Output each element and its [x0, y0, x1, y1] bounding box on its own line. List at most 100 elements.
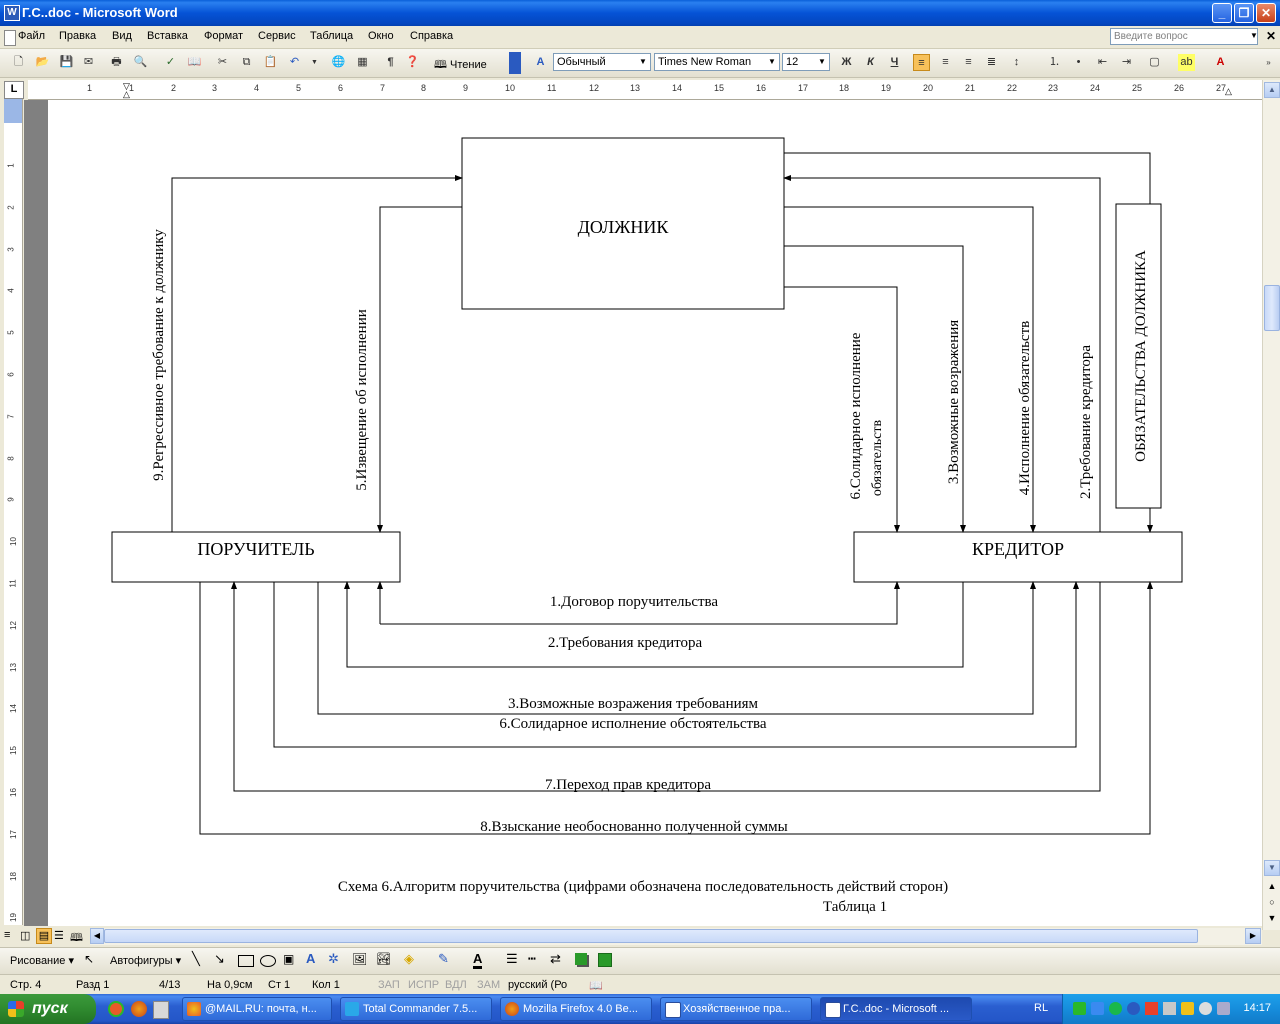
dash-style-icon[interactable]: ┅ [528, 951, 536, 966]
table-icon[interactable]: ▦ [357, 56, 368, 68]
menu-file[interactable]: Файл [18, 30, 46, 42]
commander-quicklaunch-icon[interactable] [153, 1001, 169, 1019]
open-icon[interactable]: 📂 [35, 56, 50, 68]
menu-help[interactable]: Справка [410, 30, 454, 42]
chevron-down-icon[interactable]: ▼ [639, 57, 647, 66]
undo-icon[interactable]: ↶ [289, 56, 300, 68]
paste-icon[interactable]: 📋 [263, 56, 278, 68]
next-page-icon[interactable]: ▼ [1267, 913, 1277, 923]
font-combo[interactable]: Times New Roman▼ [654, 53, 780, 71]
hyperlink-icon[interactable]: 🌐 [331, 56, 346, 68]
shadow-style-icon[interactable] [575, 953, 587, 965]
wordart-icon[interactable]: A [306, 951, 316, 966]
line-color-icon[interactable]: ✎ [438, 951, 449, 966]
scroll-left-icon[interactable]: ◀ [90, 928, 104, 944]
vertical-scrollbar[interactable]: ▲ ▼ ▲ ○ ▼ [1262, 80, 1280, 930]
save-icon[interactable]: 💾 [59, 56, 74, 68]
menu-table[interactable]: Таблица [310, 30, 354, 42]
maximize-button[interactable]: ❐ [1234, 3, 1254, 23]
increase-indent-icon[interactable]: ⇥ [1121, 56, 1132, 68]
drawing-menu-button[interactable]: Рисование ▾ [10, 955, 74, 967]
close-button[interactable]: ✕ [1256, 3, 1276, 23]
h-scroll-thumb[interactable] [104, 929, 1198, 943]
arrow-icon[interactable]: ↘ [214, 951, 225, 966]
line-style-icon[interactable]: ☰ [506, 951, 518, 966]
print-icon[interactable]: 🖶 [111, 56, 122, 68]
minimize-button[interactable]: _ [1212, 3, 1232, 23]
reading-mode-button[interactable]: 🕮 Чтение [434, 56, 487, 75]
textbox-icon[interactable]: ▣ [283, 952, 295, 966]
word-app-icon[interactable]: W [4, 5, 20, 21]
scroll-up-icon[interactable]: ▲ [1264, 82, 1280, 98]
status-rec[interactable]: ЗАП [378, 979, 400, 991]
task-firefox[interactable]: Mozilla Firefox 4.0 Be... [500, 997, 652, 1021]
arrow-style-icon[interactable]: ⇄ [550, 951, 561, 966]
menu-view[interactable]: Вид [112, 30, 132, 42]
horizontal-scrollbar[interactable]: ◀ ▶ [90, 928, 1262, 945]
select-browse-object-icon[interactable]: ○ [1269, 897, 1275, 907]
document-icon[interactable] [4, 30, 16, 46]
toolbar-overflow-icon[interactable]: » [1266, 58, 1271, 67]
agent-icon[interactable] [1091, 1002, 1104, 1015]
numbering-icon[interactable]: ⒈ [1049, 56, 1060, 68]
document-page[interactable]: ДОЛЖНИК ПОРУЧИТЕЛЬ КРЕДИТОР ОБЯЗАТЕЛЬСТВ… [48, 100, 1264, 926]
line-spacing-icon[interactable]: ↕ [1013, 56, 1020, 68]
ask-question-input[interactable]: Введите вопрос [1110, 28, 1258, 45]
left-indent-marker[interactable]: △ [123, 89, 130, 99]
undo-dropdown-icon[interactable]: ▼ [311, 59, 318, 66]
new-document-icon[interactable]: 🗋 [14, 56, 23, 68]
menu-edit[interactable]: Правка [59, 30, 97, 42]
italic-button[interactable]: К [867, 56, 874, 68]
outline-view-icon[interactable]: ☰ [54, 930, 64, 942]
title-bar[interactable]: W Г.С..doc - Microsoft Word _ ❐ ✕ [0, 0, 1280, 26]
help-icon[interactable]: ❓ [405, 56, 420, 68]
task-gs-doc[interactable]: Г.С..doc - Microsoft ... [820, 997, 972, 1021]
fill-color-icon[interactable]: ◈ [404, 951, 414, 966]
picture-icon[interactable]: 🏞 [376, 952, 392, 966]
spelling-status-icon[interactable]: 📖 [589, 980, 603, 992]
status-ovr[interactable]: ЗАМ [477, 979, 501, 991]
print-layout-icon[interactable]: ▤ [36, 928, 52, 944]
bold-button[interactable]: Ж [841, 56, 852, 68]
close-document-icon[interactable]: ✕ [1266, 29, 1277, 43]
menu-tools[interactable]: Сервис [258, 30, 296, 42]
normal-view-icon[interactable]: ≡ [4, 929, 11, 941]
chrome-quicklaunch-icon[interactable] [108, 1001, 124, 1017]
align-center-button[interactable]: ≡ [942, 56, 949, 68]
security-icon[interactable] [1181, 1002, 1194, 1015]
start-button[interactable]: пуск [0, 994, 96, 1024]
menu-insert[interactable]: Вставка [147, 30, 188, 42]
align-right-button[interactable]: ≡ [965, 56, 972, 68]
font-color-draw-icon[interactable]: A [473, 951, 483, 969]
tab-selector[interactable]: L [4, 81, 24, 99]
autoshapes-menu-button[interactable]: Автофигуры ▾ [110, 955, 182, 967]
research-icon[interactable]: 📖 [187, 56, 202, 68]
menu-window[interactable]: Окно [368, 30, 394, 42]
underline-button[interactable]: Ч [890, 56, 899, 68]
toolbar-options-icon[interactable] [509, 52, 521, 74]
styles-pane-icon[interactable]: A [536, 56, 545, 68]
cut-icon[interactable]: ✂ [217, 56, 228, 68]
clipart-icon[interactable]: 🖼 [352, 952, 368, 966]
task-total-commander[interactable]: Total Commander 7.5... [340, 997, 492, 1021]
line-icon[interactable]: ╲ [192, 951, 200, 966]
status-ext[interactable]: ВДЛ [445, 979, 467, 991]
copy-icon[interactable]: ⧉ [242, 56, 251, 68]
print-preview-icon[interactable]: 🔍 [133, 56, 148, 68]
status-trk[interactable]: ИСПР [408, 979, 440, 991]
scroll-thumb[interactable] [1264, 285, 1280, 331]
align-left-button[interactable]: ≡ [913, 54, 930, 71]
oval-icon[interactable] [260, 955, 276, 967]
font-color-icon[interactable]: A [1216, 56, 1225, 68]
font-size-combo[interactable]: 12▼ [782, 53, 830, 71]
right-indent-marker[interactable]: △ [1225, 86, 1232, 96]
network-icon[interactable] [1073, 1002, 1086, 1015]
bullets-icon[interactable]: • [1076, 56, 1081, 68]
show-formatting-icon[interactable]: ¶ [387, 56, 394, 68]
firefox-quicklaunch-icon[interactable] [131, 1001, 147, 1017]
chevron-down-icon[interactable]: ▼ [818, 57, 826, 66]
skype-icon[interactable] [1127, 1002, 1140, 1015]
scroll-right-icon[interactable]: ▶ [1245, 928, 1261, 944]
3d-style-icon[interactable] [598, 953, 612, 967]
